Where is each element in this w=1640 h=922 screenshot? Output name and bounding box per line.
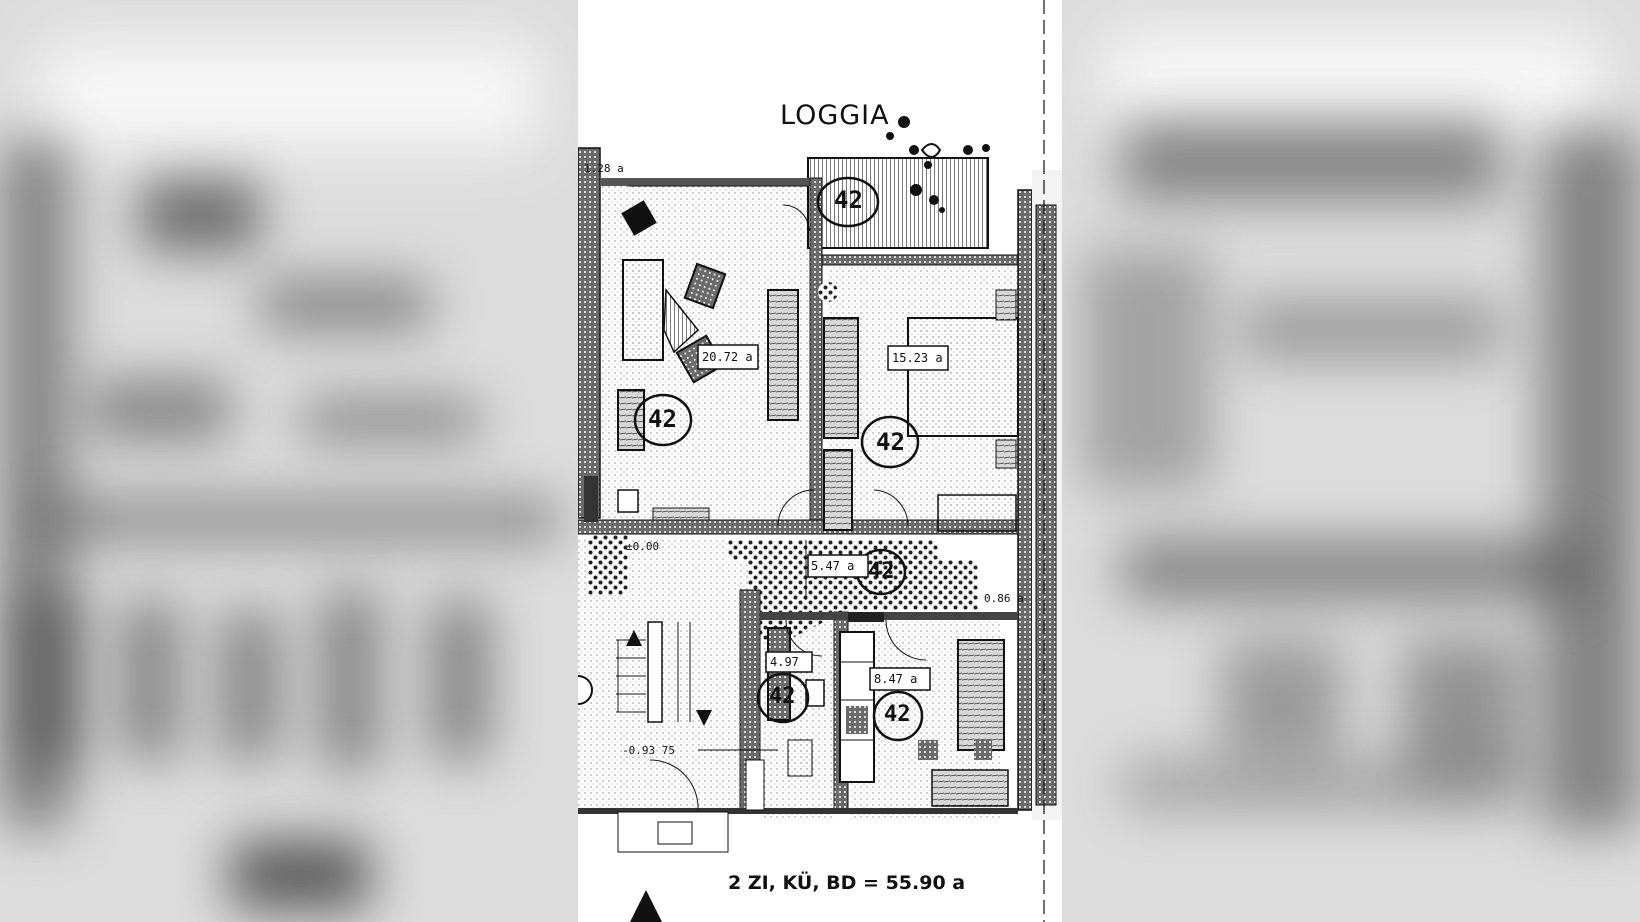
area-label-boxes bbox=[697, 344, 949, 691]
area-hall: 5.47 a bbox=[811, 559, 855, 573]
elevation-stair: -0.93 75 bbox=[622, 744, 675, 757]
unit-number-bedroom: 42 bbox=[876, 428, 905, 456]
ink-splatter bbox=[886, 116, 990, 213]
wall-top-wet bbox=[760, 612, 1018, 620]
unit-number-bath: 42 bbox=[769, 684, 796, 709]
wall-bottom bbox=[578, 808, 1018, 814]
unit-number-loggia: 42 bbox=[834, 186, 863, 214]
area-bathroom: 4.97 bbox=[770, 655, 799, 669]
blurred-background-left bbox=[0, 0, 578, 922]
area-storage: 0.86 a bbox=[984, 592, 1024, 605]
plan-summary: 2 ZI, KÜ, BD = 55.90 a bbox=[728, 872, 966, 894]
unit-number-living: 42 bbox=[648, 405, 677, 433]
unit-number-hall: 42 bbox=[868, 559, 895, 584]
area-bedroom: 15.23 a bbox=[892, 351, 943, 365]
floor-plan-drawing bbox=[578, 0, 1062, 922]
wall-top-living bbox=[600, 178, 810, 186]
loggia-floor bbox=[808, 158, 988, 248]
area-living-room: 20.72 a bbox=[702, 350, 753, 364]
elevation-floor: ±0.00 bbox=[626, 540, 660, 553]
wall-left bbox=[578, 147, 601, 519]
stairwell bbox=[578, 621, 729, 922]
wall-top-bedroom bbox=[821, 254, 1019, 266]
bathroom-fixtures bbox=[745, 619, 825, 811]
unit-circles bbox=[633, 176, 924, 742]
bedroom-furniture bbox=[777, 282, 1019, 532]
elevation-top: 1.28 a bbox=[584, 162, 624, 175]
blurred-background-right bbox=[1062, 0, 1640, 922]
floor-plan: LOGGIA 42 42 42 42 42 42 1.28 a ±0.00 -0… bbox=[578, 0, 1062, 922]
area-kitchen: 8.47 a bbox=[874, 672, 918, 686]
kitchen-fixtures bbox=[839, 612, 1009, 807]
wall-right bbox=[1017, 189, 1033, 811]
unit-number-kitchen: 42 bbox=[884, 702, 911, 727]
loggia-label: LOGGIA bbox=[780, 100, 890, 131]
wall-living-bedroom bbox=[809, 177, 823, 531]
